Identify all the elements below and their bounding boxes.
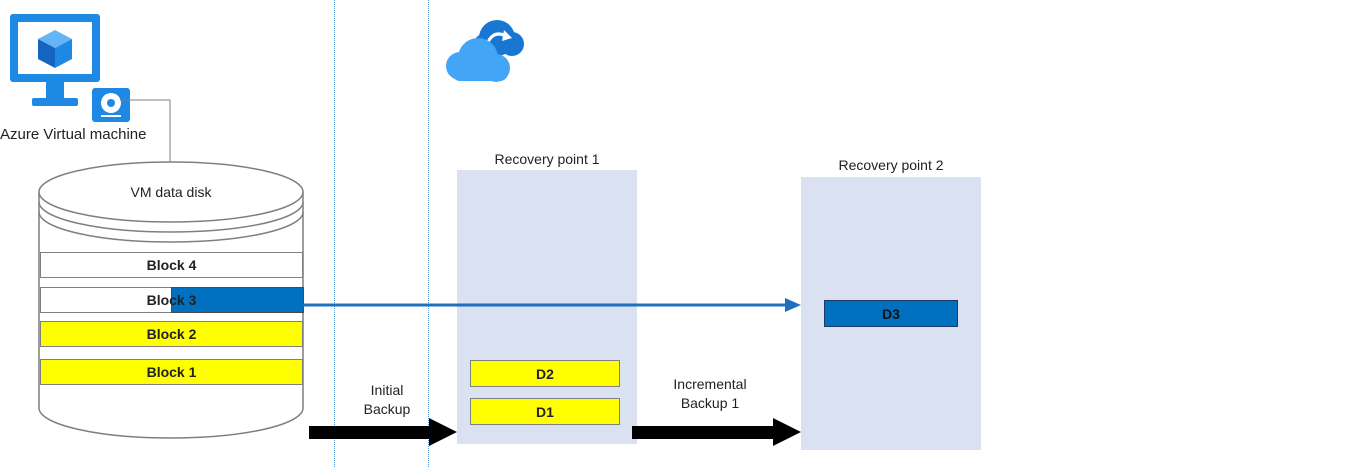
cloud-backup-icon xyxy=(446,20,524,82)
block-2: Block 2 xyxy=(40,321,303,347)
rp1-item-d1: D1 xyxy=(470,398,620,425)
cube-icon xyxy=(38,30,72,68)
disk-label: VM data disk xyxy=(130,184,212,200)
block3-to-d3-arrow xyxy=(303,298,801,312)
disk-icon xyxy=(92,88,130,122)
recovery-point-2-title: Recovery point 2 xyxy=(838,157,944,173)
initial-backup-arrow-body xyxy=(309,426,431,439)
block-4: Block 4 xyxy=(40,252,303,278)
initial-backup-arrow-head xyxy=(429,418,457,446)
block-1: Block 1 xyxy=(40,359,303,385)
incremental-backup-arrow-head xyxy=(773,418,801,446)
separator-left xyxy=(334,0,335,467)
vm-label: Azure Virtual machine xyxy=(0,126,147,143)
vm-monitor-icon xyxy=(10,14,130,122)
rp2-item-d3: D3 xyxy=(824,300,958,327)
vm-disk-connector xyxy=(120,99,171,166)
initial-backup-label: Initial Backup xyxy=(363,382,411,417)
incremental-backup-label: Incremental Backup 1 xyxy=(673,376,747,411)
separator-right xyxy=(428,0,429,467)
block-3: Block 3 xyxy=(40,287,304,313)
block-3-changed-region xyxy=(171,287,304,313)
rp1-item-d2: D2 xyxy=(470,360,620,387)
recovery-point-1-title: Recovery point 1 xyxy=(494,151,600,167)
incremental-backup-arrow-body xyxy=(632,426,775,439)
